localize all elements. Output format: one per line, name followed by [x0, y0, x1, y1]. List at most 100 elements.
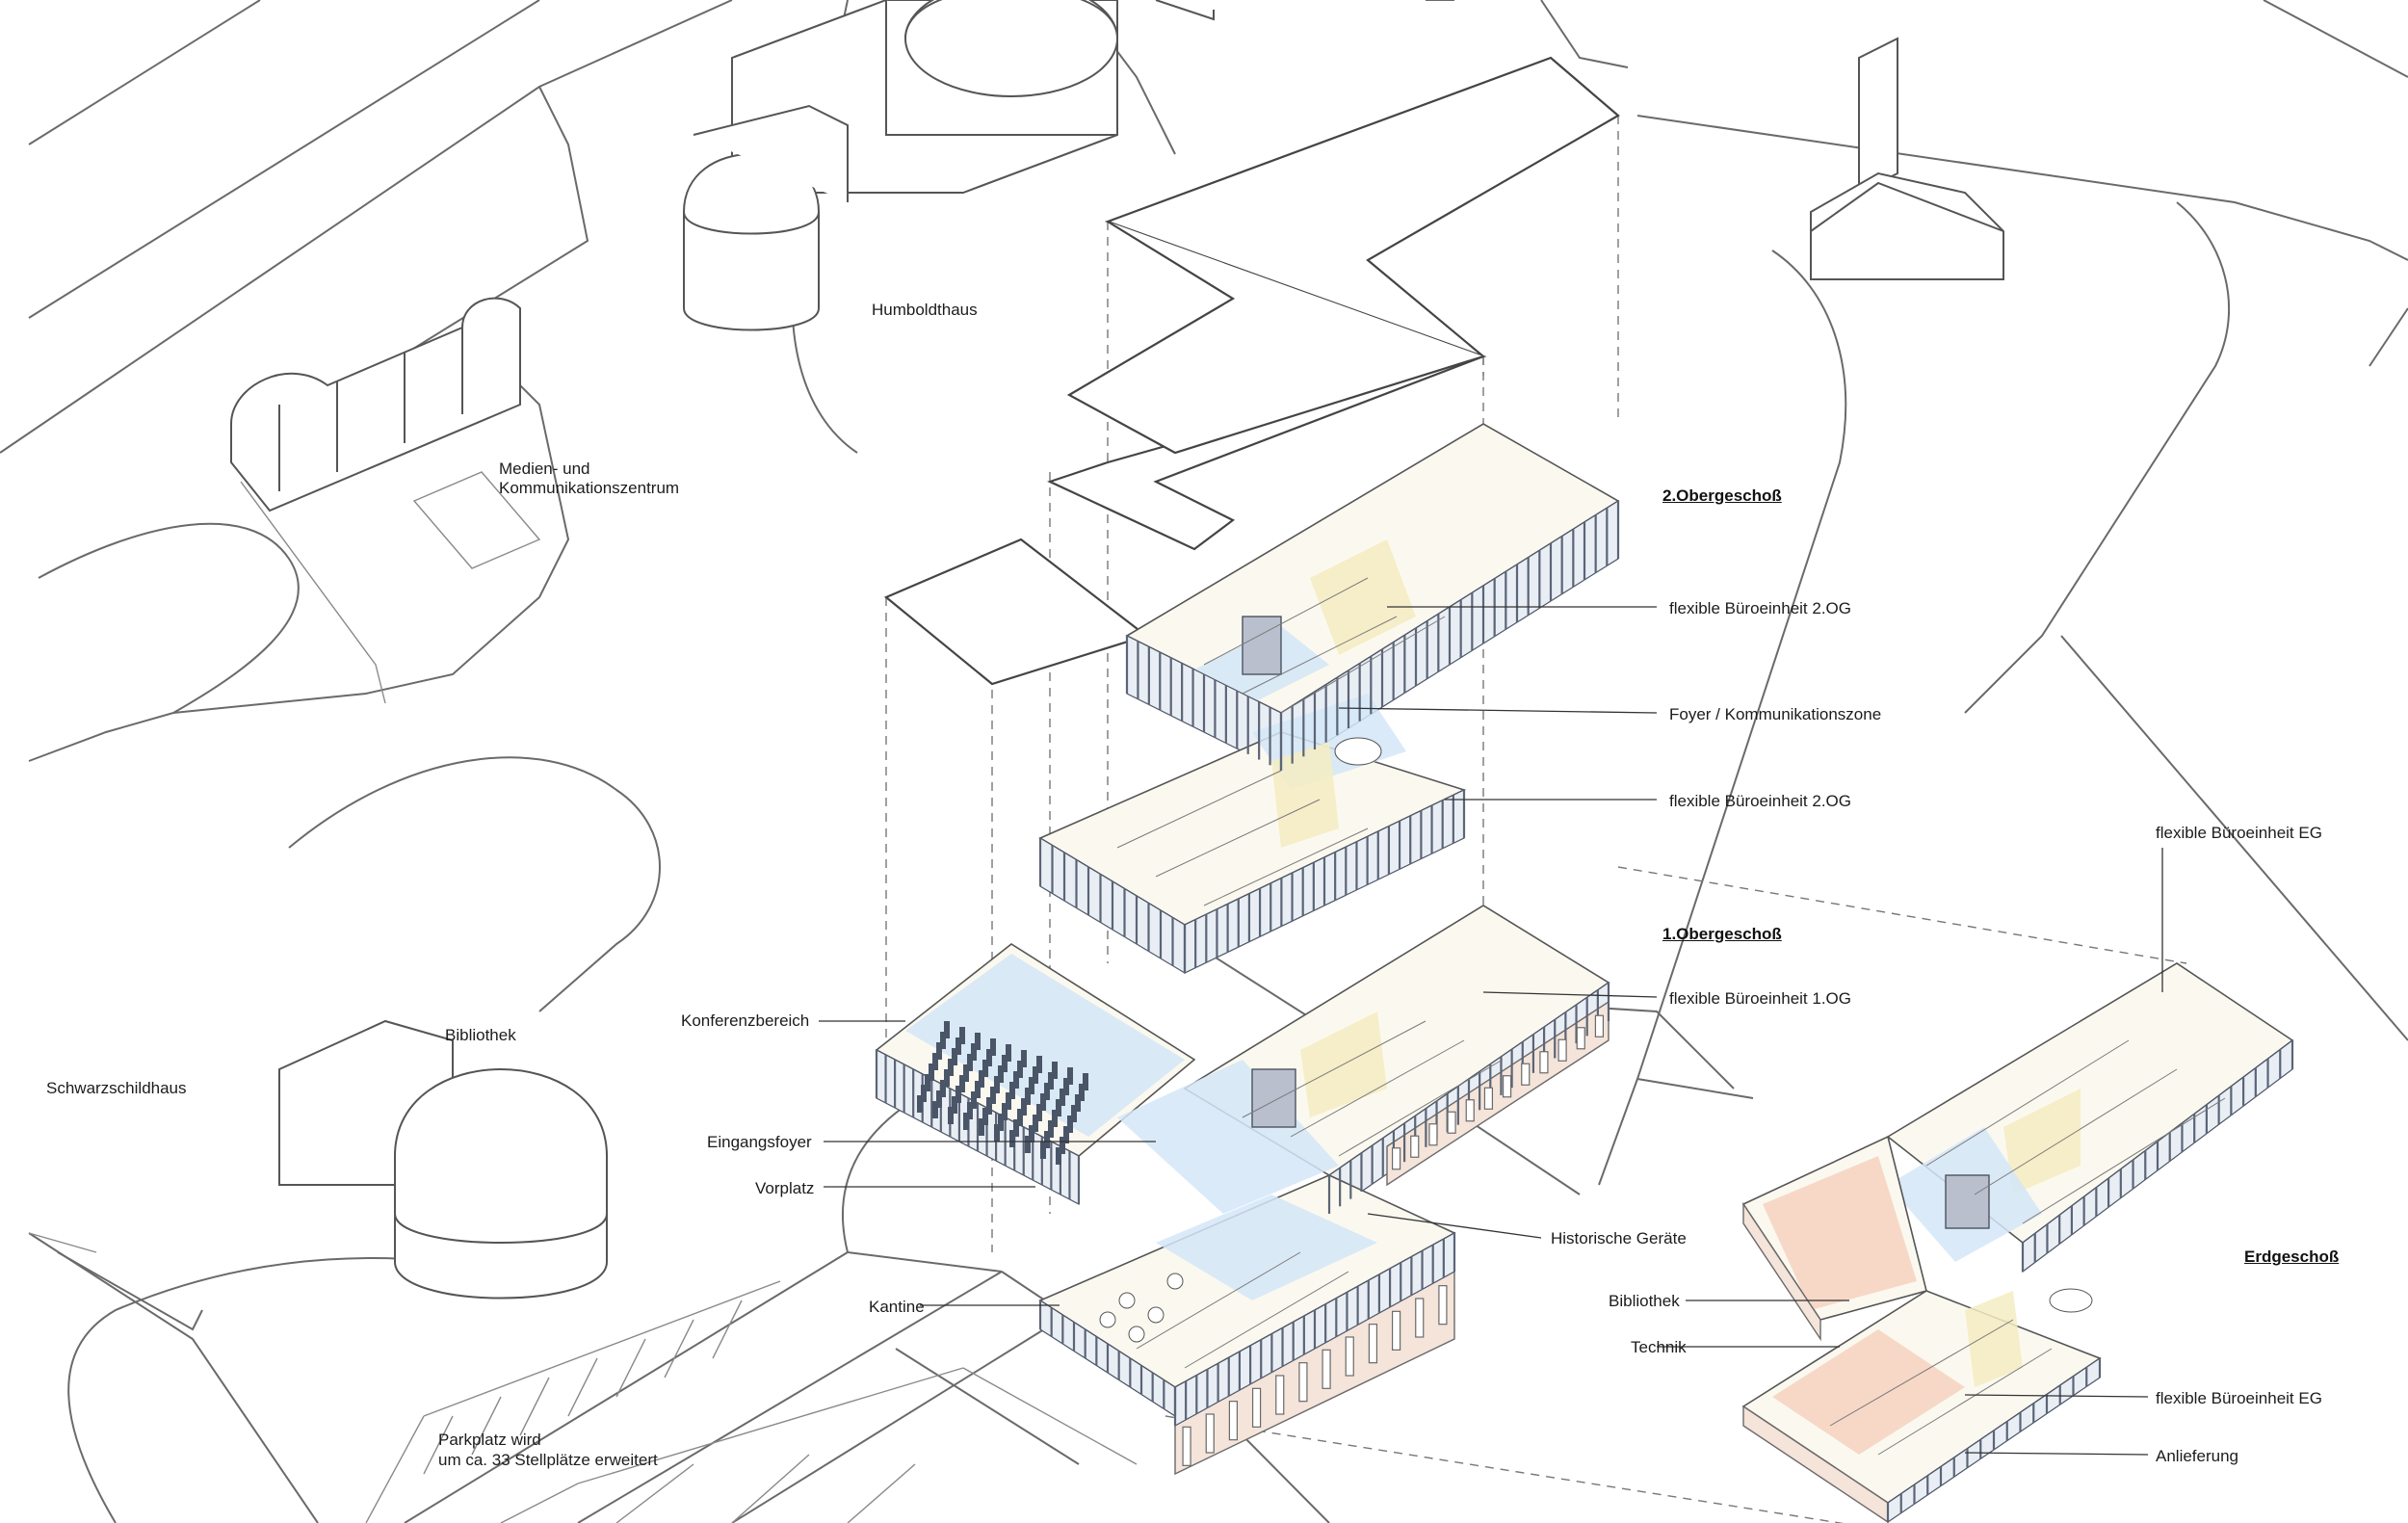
label-technik: Technik: [1631, 1338, 1687, 1356]
facade-window: [1483, 1087, 1494, 1110]
conference-seat: [979, 1070, 984, 1088]
facade-window: [1539, 1051, 1549, 1074]
leader-lines: [819, 606, 2163, 1456]
conference-seat: [1009, 1130, 1015, 1147]
facade-window: [1368, 1324, 1378, 1364]
facade-window: [1251, 1387, 1262, 1428]
conference-seat: [959, 1027, 965, 1044]
conference-seat: [1071, 1105, 1077, 1122]
conference-seat: [1052, 1110, 1058, 1127]
facade-window: [1275, 1375, 1285, 1415]
conference-seat: [1056, 1099, 1061, 1116]
label-bibliothek-site: Bibliothek: [445, 1026, 516, 1044]
conference-seat: [982, 1108, 988, 1125]
conference-seat: [963, 1064, 969, 1082]
facade-window: [1428, 1123, 1438, 1146]
label-eg-unit-bottom: flexible Büroeinheit EG: [2156, 1389, 2322, 1407]
conference-seat: [932, 1101, 938, 1118]
conference-seat: [936, 1090, 942, 1108]
conference-seat: [1060, 1089, 1065, 1106]
facade-window: [1576, 1027, 1585, 1050]
conference-seat: [975, 1081, 981, 1098]
conference-seat: [1009, 1082, 1015, 1099]
conference-seat: [1006, 1044, 1011, 1062]
conference-seat: [948, 1059, 954, 1076]
conference-seat: [940, 1080, 946, 1097]
conference-seating: [917, 1021, 1088, 1165]
conference-seat: [1002, 1103, 1008, 1120]
conference-seat: [990, 1087, 996, 1104]
conference-seat: [1067, 1116, 1073, 1133]
conference-seat: [1036, 1056, 1042, 1073]
facade-window: [1345, 1336, 1354, 1377]
conference-seat: [1040, 1093, 1046, 1111]
label-parkplatz-line2: um ca. 33 Stellplätze erweitert: [438, 1451, 658, 1469]
label-konferenz: Konferenzbereich: [681, 1011, 810, 1030]
facade-window: [1298, 1362, 1308, 1403]
facade-window: [1447, 1111, 1456, 1134]
floor-title-eg: Erdgeschoß: [2244, 1247, 2340, 1266]
conference-seat: [1021, 1098, 1027, 1116]
conference-seat: [998, 1065, 1004, 1083]
conference-seat: [1017, 1109, 1023, 1126]
conference-seat: [955, 1037, 961, 1055]
conference-seat: [1056, 1147, 1061, 1165]
conference-seat: [1025, 1088, 1031, 1105]
facade-window: [1182, 1426, 1191, 1466]
bibliothek-building: [28, 1019, 608, 1331]
facade-window: [1521, 1063, 1531, 1086]
conference-seat: [1075, 1094, 1081, 1112]
floor-title-og2: 2.Obergeschoß: [1662, 486, 1782, 505]
conference-seat: [1044, 1131, 1050, 1148]
parking-area: [365, 1280, 1138, 1523]
conference-seat: [940, 1032, 946, 1049]
conference-seat: [994, 1076, 1000, 1093]
label-historische: Historische Geräte: [1551, 1229, 1687, 1247]
facade-window: [1465, 1099, 1475, 1122]
conference-seat: [1036, 1104, 1042, 1121]
label-bibliothek-eg: Bibliothek: [1609, 1292, 1680, 1310]
label-parkplatz-line1: Parkplatz wird: [438, 1431, 541, 1449]
conference-seat: [948, 1107, 954, 1124]
room-partitions: [1116, 577, 2226, 1456]
label-og2-unit-b: flexible Büroeinheit 2.OG: [1669, 792, 1851, 810]
conference-seat: [1002, 1055, 1008, 1072]
conference-seat: [1060, 1137, 1065, 1154]
church-building: [1810, 37, 2004, 280]
facade-window: [1557, 1038, 1567, 1062]
conference-seat: [1006, 1092, 1011, 1110]
label-kantine: Kantine: [869, 1298, 925, 1316]
conference-seat: [1083, 1073, 1088, 1090]
label-eingangsfoyer: Eingangsfoyer: [707, 1133, 812, 1151]
facade-window: [1205, 1413, 1215, 1454]
conference-seat: [952, 1096, 957, 1114]
conference-seat: [1033, 1066, 1038, 1084]
floor-eg: [1741, 962, 2294, 1523]
label-humboldthaus: Humboldthaus: [872, 301, 978, 319]
facade-window: [1410, 1135, 1420, 1158]
conference-seat: [971, 1043, 977, 1061]
facade-window: [1322, 1349, 1331, 1389]
facade-window: [1228, 1401, 1239, 1441]
label-foyer-komm: Foyer / Kommunikationszone: [1669, 705, 1882, 723]
label-anlieferung: Anlieferung: [2156, 1447, 2239, 1465]
label-eg-unit-top: flexible Büroeinheit EG: [2156, 824, 2322, 842]
conference-seat: [971, 1091, 977, 1109]
facade-window: [1415, 1298, 1425, 1338]
conference-seat: [921, 1085, 927, 1102]
conference-seat: [917, 1095, 923, 1113]
conference-seat: [955, 1086, 961, 1103]
conference-seat: [1063, 1126, 1069, 1143]
conference-seat: [925, 1074, 930, 1091]
conference-seat: [1052, 1062, 1058, 1079]
conference-seat: [979, 1118, 984, 1136]
conference-seat: [959, 1075, 965, 1092]
conference-seat: [1025, 1136, 1031, 1153]
conference-seat: [986, 1097, 992, 1115]
conference-seat: [967, 1102, 973, 1119]
label-og1-unit: flexible Büroeinheit 1.OG: [1669, 989, 1851, 1008]
conference-seat: [932, 1053, 938, 1070]
conference-seat: [998, 1114, 1004, 1131]
label-og2-unit-a: flexible Büroeinheit 2.OG: [1669, 599, 1851, 617]
